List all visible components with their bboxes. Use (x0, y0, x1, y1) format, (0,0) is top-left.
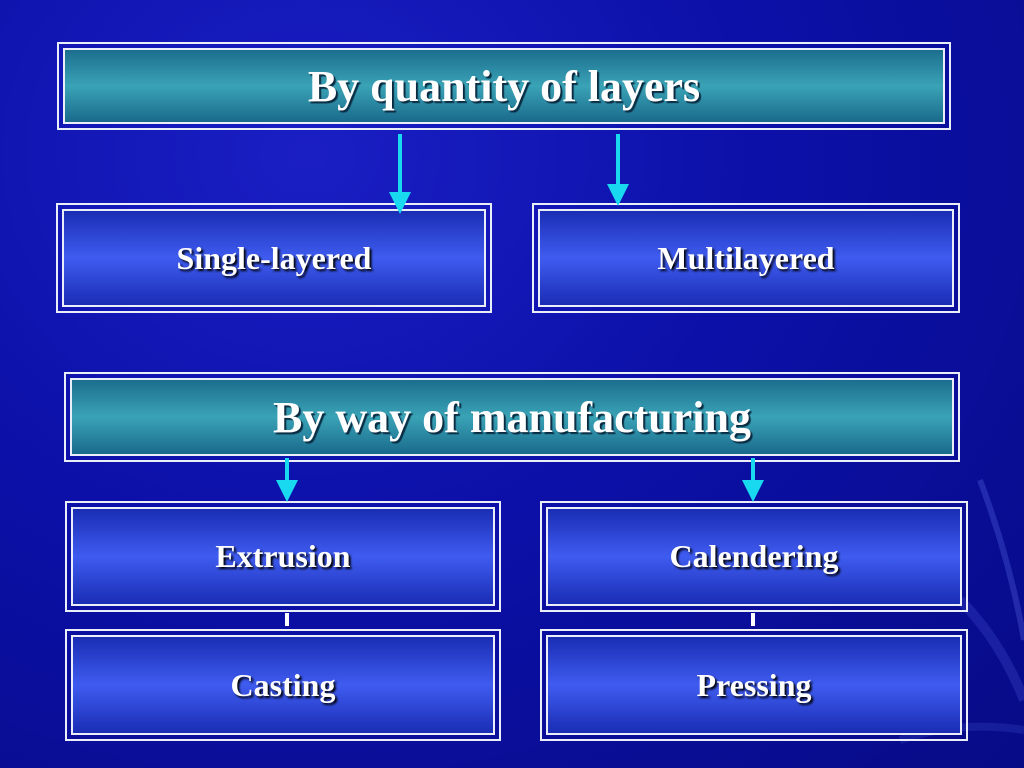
header-by-quantity-of-layers: By quantity of layers (57, 42, 951, 130)
box-extrusion: Extrusion (65, 501, 501, 612)
box-pressing-label: Pressing (546, 635, 962, 735)
box-multilayered: Multilayered (532, 203, 960, 313)
box-extrusion-label: Extrusion (71, 507, 495, 606)
header-by-way-of-manufacturing: By way of manufacturing (64, 372, 960, 462)
box-calendering: Calendering (540, 501, 968, 612)
box-casting-label: Casting (71, 635, 495, 735)
box-single-layered: Single-layered (56, 203, 492, 313)
box-calendering-label: Calendering (546, 507, 962, 606)
box-single-layered-label: Single-layered (62, 209, 486, 307)
box-casting: Casting (65, 629, 501, 741)
header-by-way-of-manufacturing-label: By way of manufacturing (70, 378, 954, 456)
box-multilayered-label: Multilayered (538, 209, 954, 307)
box-pressing: Pressing (540, 629, 968, 741)
header-by-quantity-of-layers-label: By quantity of layers (63, 48, 945, 124)
